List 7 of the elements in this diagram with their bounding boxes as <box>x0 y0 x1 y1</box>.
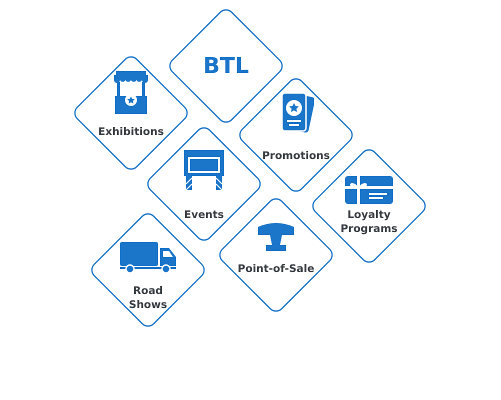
node-label: Promotions <box>261 149 331 163</box>
node-label: Exhibitions <box>97 125 165 139</box>
node-label: Point-of-Sale <box>236 262 316 276</box>
node-label: Events <box>183 208 225 222</box>
node-label: Loyalty Programs <box>339 208 399 236</box>
node-label: Road Shows <box>128 284 168 312</box>
title-label: BTL <box>202 54 250 80</box>
